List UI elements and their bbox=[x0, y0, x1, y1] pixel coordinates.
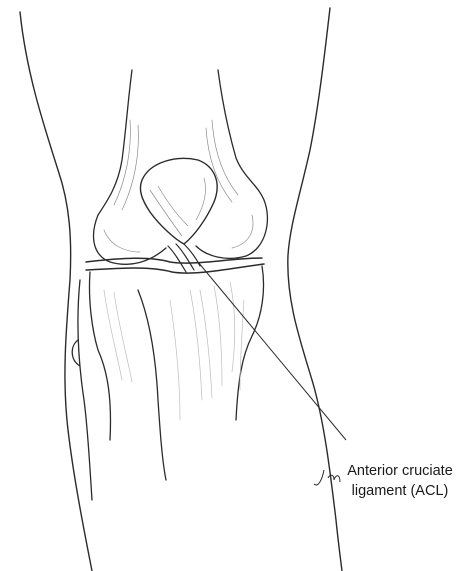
medial-condyle bbox=[94, 215, 166, 264]
patella bbox=[140, 158, 217, 244]
leg-outline-left bbox=[20, 12, 92, 571]
joint-line bbox=[86, 258, 264, 273]
callout-leader-line bbox=[198, 262, 346, 440]
shade-line bbox=[200, 290, 212, 398]
acl-callout-label: Anterior cruciate ligament (ACL) bbox=[330, 461, 470, 501]
acl-label-line-2: ligament (ACL) bbox=[330, 481, 470, 501]
tibia-plateau-left bbox=[89, 272, 110, 440]
femur-shaft-right bbox=[218, 70, 264, 200]
acl-fibers bbox=[168, 246, 186, 272]
acl-ligament bbox=[168, 244, 200, 272]
fibula-left bbox=[78, 280, 92, 500]
shade-line bbox=[104, 290, 122, 380]
meniscus-lower bbox=[86, 264, 264, 273]
shade-line bbox=[170, 300, 180, 420]
shade-line bbox=[190, 290, 202, 400]
acl-label-line-1: Anterior cruciate bbox=[330, 461, 470, 481]
shade-line bbox=[232, 215, 253, 248]
tibia-plateau-right bbox=[236, 266, 264, 420]
shade-line bbox=[214, 286, 222, 386]
femur-shaft-left bbox=[98, 70, 132, 215]
shade-line bbox=[104, 230, 140, 252]
shade-line bbox=[230, 282, 235, 372]
tibia-shading bbox=[104, 282, 244, 420]
shade-line bbox=[114, 292, 132, 382]
tibial-tuberosity bbox=[138, 290, 166, 480]
tibia bbox=[72, 266, 263, 500]
acl-fibers bbox=[176, 244, 194, 270]
leg-outline bbox=[20, 8, 342, 571]
